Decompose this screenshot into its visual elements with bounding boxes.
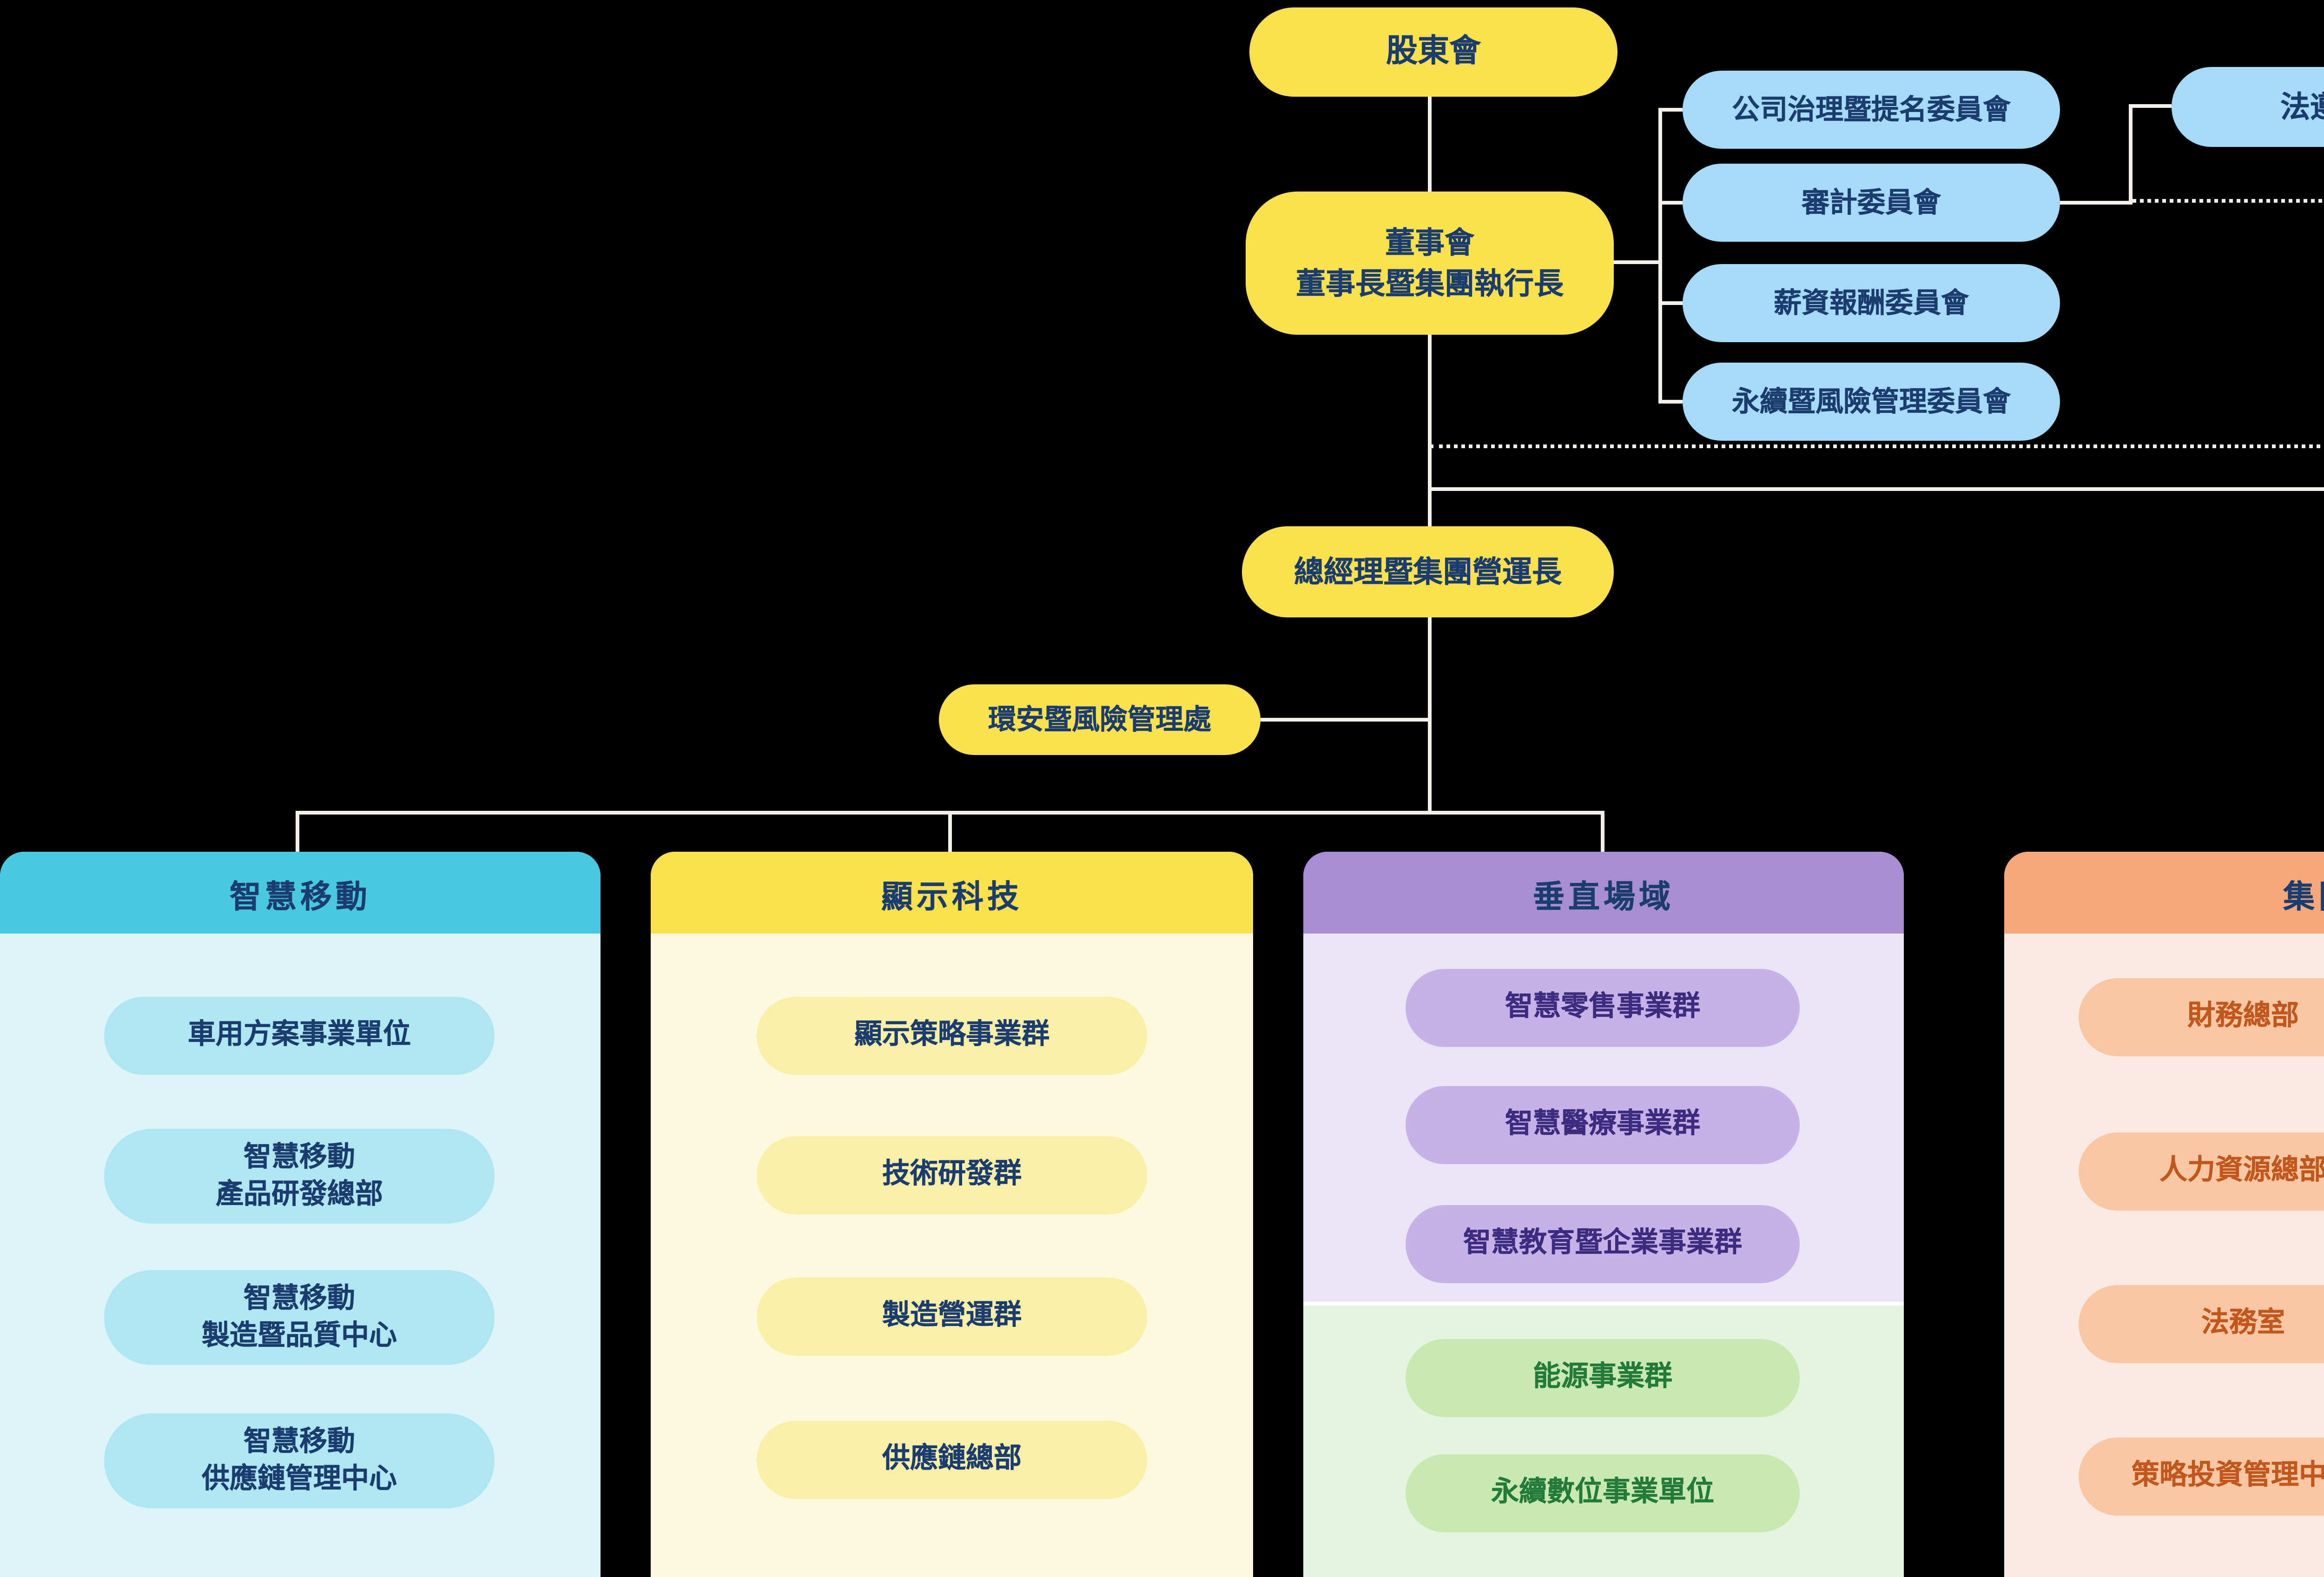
connector-drop-col1 bbox=[296, 811, 299, 852]
unit-smart-education-enterprise: 智慧教育暨企業事業群 bbox=[1406, 1205, 1800, 1283]
node-president: 總經理暨集團營運長 bbox=[1242, 526, 1614, 617]
node-board: 董事會 董事長暨集團執行長 bbox=[1246, 192, 1614, 335]
connector-board-president bbox=[1428, 335, 1432, 526]
connector-drop-col3 bbox=[1601, 811, 1604, 852]
unit-mobility-supply-chain: 智慧移動 供應鏈管理中心 bbox=[104, 1413, 495, 1508]
dotted-compliance-trunk bbox=[1430, 444, 2324, 448]
connector-board-bracket bbox=[1614, 260, 1662, 264]
connector-stub-committee-1 bbox=[1658, 108, 1683, 112]
unit-strategic-investment: 策略投資管理中心 bbox=[2079, 1438, 2324, 1516]
connector-shareholders-board bbox=[1428, 97, 1432, 192]
unit-sustainable-digital: 永續數位事業單位 bbox=[1406, 1454, 1800, 1532]
connector-president-trunk bbox=[1428, 617, 1432, 815]
unit-supply-chain-hq: 供應鏈總部 bbox=[757, 1421, 1147, 1499]
connector-stub-committee-3 bbox=[1658, 301, 1683, 305]
node-committee-governance: 公司治理暨提名委員會 bbox=[1683, 71, 2060, 149]
unit-display-strategy: 顯示策略事業群 bbox=[757, 997, 1147, 1075]
connector-branch-col4-h bbox=[1428, 487, 2324, 491]
column-group-support-header: 集團營運支援單位 bbox=[2004, 852, 2324, 934]
column-smart-mobility: 智慧移動 車用方案事業單位 智慧移動 產品研發總部 智慧移動 製造暨品質中心 智… bbox=[0, 852, 601, 1577]
connector-stub-committee-4 bbox=[1658, 400, 1683, 404]
connector-stub-committee-2 bbox=[1658, 201, 1683, 205]
connector-drop-col2 bbox=[948, 811, 952, 852]
connector-audit-elbow-v bbox=[2129, 104, 2133, 205]
unit-hr-hq: 人力資源總部 bbox=[2079, 1133, 2324, 1211]
connector-audit-elbow-h bbox=[2060, 201, 2133, 205]
unit-smart-medical: 智慧醫療事業群 bbox=[1406, 1086, 1800, 1164]
unit-manufacturing-ops: 製造營運群 bbox=[757, 1278, 1147, 1356]
column-vertical-domains: 垂直場域 智慧零售事業群 智慧醫療事業群 智慧教育暨企業事業群 能源事業群 永續… bbox=[1303, 852, 1904, 1577]
column-display-technology: 顯示科技 顯示策略事業群 技術研發群 製造營運群 供應鏈總部 bbox=[651, 852, 1253, 1577]
unit-mobility-mfg-quality: 智慧移動 製造暨品質中心 bbox=[104, 1270, 495, 1365]
unit-smart-retail: 智慧零售事業群 bbox=[1406, 969, 1800, 1047]
column-display-technology-header: 顯示科技 bbox=[651, 852, 1253, 934]
connector-bracket-vertical bbox=[1658, 108, 1662, 404]
column-smart-mobility-header: 智慧移動 bbox=[0, 852, 601, 934]
unit-automotive-solutions: 車用方案事業單位 bbox=[104, 997, 495, 1075]
node-committee-audit: 審計委員會 bbox=[1683, 164, 2060, 242]
node-committee-compensation: 薪資報酬委員會 bbox=[1683, 264, 2060, 342]
node-ehs-risk-office: 環安暨風險管理處 bbox=[939, 684, 1261, 755]
unit-mobility-rd-hq: 智慧移動 產品研發總部 bbox=[104, 1129, 495, 1224]
connector-compliance-h bbox=[2129, 104, 2172, 108]
node-shareholders: 股東會 bbox=[1249, 7, 1618, 97]
unit-legal-office: 法務室 bbox=[2079, 1285, 2324, 1363]
node-committee-sustainability-risk: 永續暨風險管理委員會 bbox=[1683, 363, 2060, 441]
node-compliance-advisor: 法遵總顧問 bbox=[2172, 67, 2324, 147]
column-vertical-domains-header: 垂直場域 bbox=[1303, 852, 1904, 934]
dotted-audit-right bbox=[2133, 199, 2324, 203]
unit-finance-hq: 財務總部 bbox=[2079, 978, 2324, 1056]
unit-technology-rd: 技術研發群 bbox=[757, 1136, 1147, 1214]
column-group-support: 集團營運支援單位 財務總部 數位技術發展總部 人力資源總部 永續發展總部 法務室… bbox=[2004, 852, 2324, 1577]
unit-energy: 能源事業群 bbox=[1406, 1339, 1800, 1417]
connector-ehs bbox=[1261, 718, 1428, 722]
